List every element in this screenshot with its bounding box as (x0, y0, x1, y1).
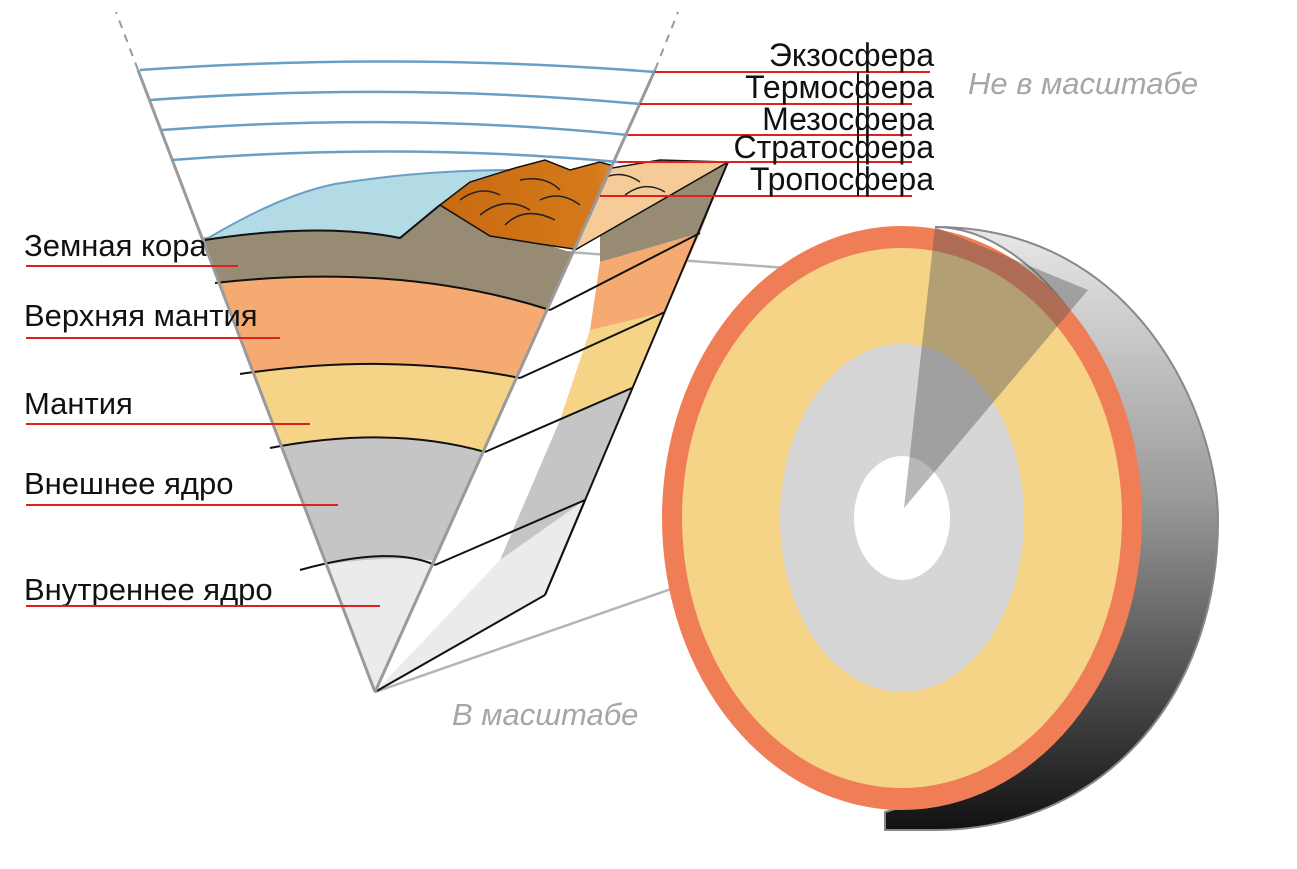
label-mantle: Мантия (24, 386, 133, 421)
wedge-edge-left (136, 69, 377, 693)
atmosphere-annotation-lines (600, 71, 930, 197)
label-troposphere: Тропосфера (750, 161, 934, 197)
label-outer-core: Внешнее ядро (24, 466, 233, 501)
earth-cross-section-disc (662, 226, 1220, 831)
label-upper-mantle: Верхняя мантия (24, 298, 258, 333)
note-not-to-scale: Не в масштабе (968, 66, 1198, 101)
note-to-scale: В масштабе (452, 697, 638, 732)
label-crust: Земная кора (24, 228, 207, 263)
label-inner-core: Внутреннее ядро (24, 572, 273, 607)
wedge-guide-left (115, 11, 139, 71)
wedge-guide-right (654, 11, 679, 71)
front-boundaries (204, 204, 551, 571)
wedge-side-face (375, 159, 731, 692)
atmosphere-arcs (139, 60, 656, 164)
label-thermosphere: Термосфера (745, 69, 934, 105)
label-mesosphere: Мезосфера (762, 101, 934, 137)
side-boundaries (374, 161, 729, 693)
label-stratosphere: Стратосфера (734, 129, 935, 165)
wedge-edge-middle (373, 69, 657, 693)
disc-wedge-sector (904, 227, 1088, 508)
label-exosphere: Экзосфера (769, 37, 934, 73)
disc-inner-core (854, 456, 950, 580)
